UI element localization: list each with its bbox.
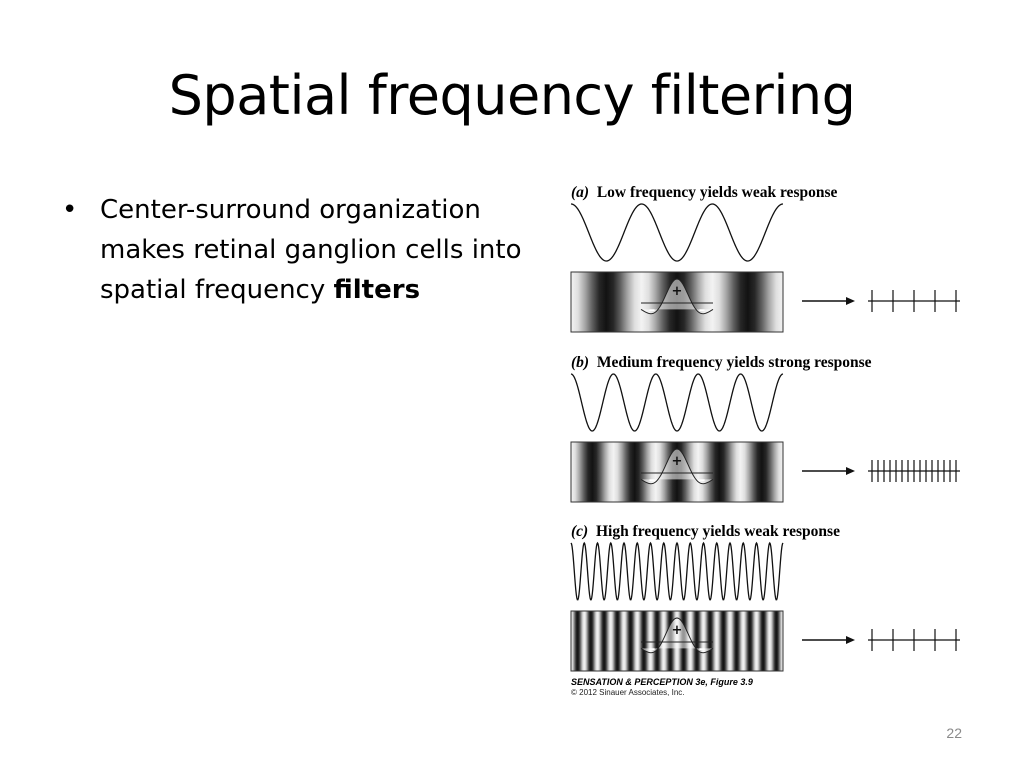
panel-a: + – – bbox=[570, 203, 960, 333]
bullet-text-body: Center-surround organization makes retin… bbox=[100, 195, 522, 305]
panel-b-arrow-head bbox=[846, 467, 855, 475]
panel-b-letter: (b) bbox=[571, 354, 590, 371]
figure-credit-title: SENSATION & PERCEPTION 3e, Figure 3.9 bbox=[571, 677, 753, 687]
panel-c-receptive-field bbox=[640, 617, 714, 654]
panel-a-letter: (a) bbox=[571, 184, 590, 201]
panel-c-letter: (c) bbox=[571, 523, 589, 540]
bullet-dot-icon: • bbox=[62, 195, 78, 225]
panel-c-caption: (c) High frequency yields weak response bbox=[571, 523, 840, 541]
panel-a-sine-wave bbox=[570, 203, 784, 262]
panel-b-sine-wave bbox=[570, 373, 784, 432]
page-number: 22 bbox=[946, 725, 962, 741]
bullet-item: • Center-surround organization makes ret… bbox=[62, 190, 542, 310]
panel-a-caption-text: Low frequency yields weak response bbox=[596, 184, 838, 201]
panel-a-surround-sign-2: – bbox=[699, 303, 706, 318]
panel-c-caption-text: High frequency yields weak response bbox=[595, 523, 840, 540]
panel-a-receptive-field bbox=[640, 278, 714, 315]
panel-b-caption: (b) Medium frequency yields strong respo… bbox=[571, 354, 872, 372]
panel-b-surround-sign-1: – bbox=[649, 473, 656, 488]
panel-b-caption-text: Medium frequency yields strong response bbox=[596, 354, 872, 371]
bullet-list: • Center-surround organization makes ret… bbox=[62, 190, 542, 310]
panel-c-surround-sign-2: – bbox=[699, 642, 706, 657]
figure-credit-copyright: © 2012 Sinauer Associates, Inc. bbox=[571, 688, 685, 697]
panel-b-center-sign: + bbox=[672, 454, 683, 469]
panel-b-receptive-field bbox=[640, 448, 714, 485]
figure-drawing: + – – + – – + – – bbox=[570, 203, 960, 672]
panel-a-center-sign: + bbox=[672, 284, 683, 299]
panel-b-surround-sign-2: – bbox=[699, 473, 706, 488]
panel-a-caption: (a) Low frequency yields weak response bbox=[571, 184, 837, 202]
panel-a-surround-sign-1: – bbox=[649, 303, 656, 318]
panel-c-center-sign: + bbox=[672, 623, 683, 638]
bullet-text-emphasis: filters bbox=[333, 275, 421, 305]
panel-a-arrow-head bbox=[846, 297, 855, 305]
panel-c-sine-wave bbox=[570, 541, 784, 601]
panel-b: + – – bbox=[570, 373, 960, 503]
panel-c: + – – bbox=[570, 541, 960, 672]
bullet-text: Center-surround organization makes retin… bbox=[100, 190, 542, 310]
slide-title: Spatial frequency filtering bbox=[168, 64, 856, 127]
panel-c-arrow-head bbox=[846, 636, 855, 644]
panel-c-surround-sign-1: – bbox=[649, 642, 656, 657]
